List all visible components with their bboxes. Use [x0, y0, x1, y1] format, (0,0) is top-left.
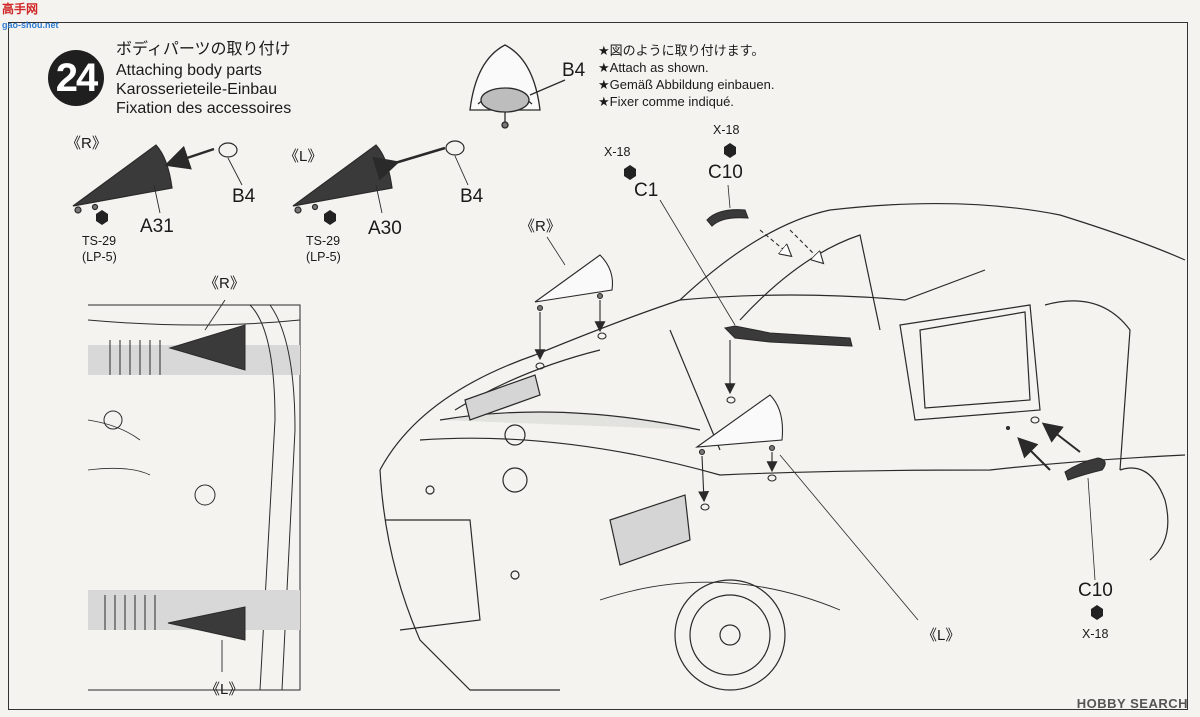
part-a30-illustration — [292, 140, 469, 225]
label-b4-top: B4 — [562, 60, 586, 81]
part-a31-illustration — [72, 142, 243, 225]
note-en: ★Attach as shown. — [598, 60, 709, 75]
label-a31: A31 — [140, 216, 174, 237]
label-b4-l: B4 — [460, 186, 484, 207]
step-number-badge: 24 — [48, 50, 104, 106]
label-lp5-l: (LP-5) — [306, 250, 341, 264]
label-b4-r: B4 — [232, 186, 256, 207]
watermark-hobby-search: HOBBY SEARCH — [1076, 696, 1188, 711]
label-c1: C1 — [634, 180, 659, 201]
door-handle-c10-right — [1005, 416, 1106, 620]
car-body-illustration — [379, 202, 1186, 691]
label-ts29-r: TS-29 — [82, 234, 117, 248]
mirror-b4-illustration — [469, 44, 566, 129]
label-c10-right: C10 — [1078, 580, 1113, 601]
watermark-domain: gao-shou.net — [2, 20, 59, 30]
note-fr: ★Fixer comme indiqué. — [598, 94, 734, 109]
label-l-car: 《L》 — [922, 627, 961, 644]
car-mirror-l — [695, 394, 919, 621]
label-c10-top: C10 — [708, 162, 743, 183]
label-r-inset: 《R》 — [204, 275, 245, 292]
label-ts29-l: TS-29 — [306, 234, 341, 248]
wiper-c1 — [624, 165, 853, 404]
label-x18-right: X-18 — [1082, 627, 1109, 641]
door-handle-c10-top — [706, 143, 822, 262]
label-r-top-left: 《R》 — [66, 135, 107, 152]
label-l-inset: 《L》 — [205, 681, 244, 698]
note-ja: ★図のように取り付けます。 — [598, 43, 765, 58]
label-l-top-left: 《L》 — [284, 148, 323, 165]
step-title-de: Karosserieteile-Einbau — [116, 81, 277, 98]
watermark-logo: 高手网 gao-shou.net — [2, 0, 59, 31]
step-title-en: Attaching body parts — [116, 62, 262, 79]
note-de: ★Gemäß Abbildung einbauen. — [598, 77, 775, 92]
label-x18-c1: X-18 — [604, 145, 631, 159]
step-title-fr: Fixation des accessoires — [116, 100, 292, 117]
car-mirror-r — [534, 236, 614, 370]
step-title-ja: ボディパーツの取り付け — [116, 41, 291, 58]
label-lp5-r: (LP-5) — [82, 250, 117, 264]
label-x18-c10-top: X-18 — [713, 123, 740, 137]
label-r-car: 《R》 — [520, 218, 561, 235]
label-a30: A30 — [368, 218, 402, 239]
page-frame — [8, 22, 1188, 710]
inset-detail-view — [87, 299, 301, 691]
watermark-site: 高手网 — [2, 2, 39, 16]
